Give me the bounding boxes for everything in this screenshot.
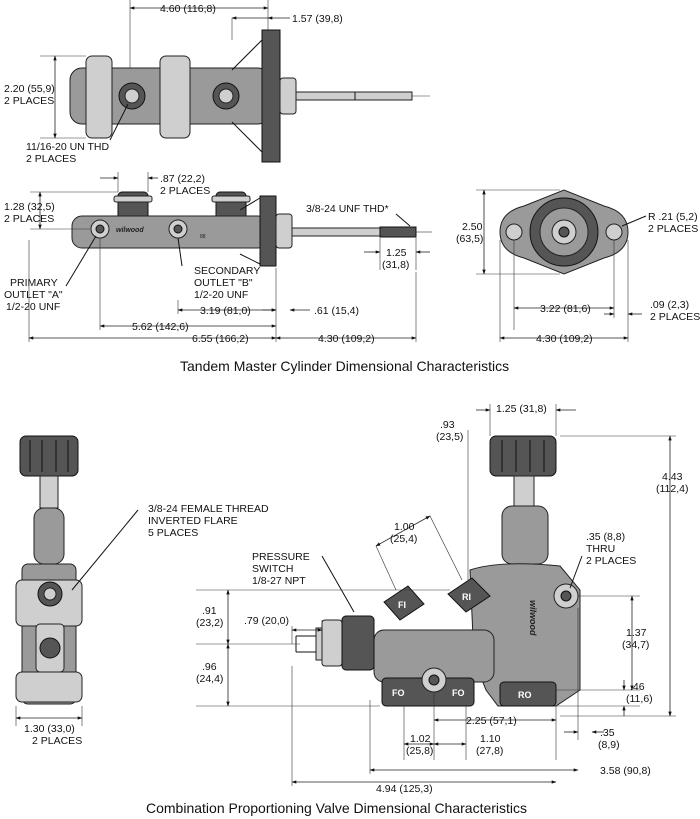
switch-line1: PRESSURE <box>252 551 310 563</box>
master-cylinder-end-view: 2.50 (63,5) R .21 (5,2) 2 PLACES 3.22 (8… <box>456 189 700 345</box>
dim-443-line2: (112,4) <box>656 483 689 495</box>
dim-319: 3.19 (81,0) <box>200 305 251 317</box>
end-offset-line2: 2 PLACES <box>650 311 700 323</box>
dim-96-line1: .96 <box>202 661 217 673</box>
port-ri: RI <box>462 592 471 602</box>
res-width-line1: .87 (22,2) <box>160 173 205 185</box>
dim-93-line1: .93 <box>440 419 455 431</box>
dim-46-line1: .46 <box>630 681 645 693</box>
brand-mark-valve: wilwood <box>528 600 538 636</box>
title-master-cylinder: Tandem Master Cylinder Dimensional Chara… <box>180 358 509 374</box>
dim-110-line1: 1.10 <box>480 733 501 745</box>
switch-line2: SWITCH <box>252 563 293 575</box>
secondary-line2: OUTLET "B" <box>194 277 253 289</box>
plan-height-line1: 2.20 (55,9) <box>4 83 55 95</box>
dim-443-line1: 4.43 <box>662 471 683 483</box>
plan-height-line2: 2 PLACES <box>4 95 54 107</box>
primary-line3: 1/2-20 UNF <box>6 301 60 313</box>
primary-line2: OUTLET "A" <box>4 289 63 301</box>
plan-thread-line1: 11/16-20 UN THD <box>26 141 109 153</box>
end-width: 4.30 (109,2) <box>536 333 593 345</box>
valve-front-view: 3/8-24 FEMALE THREAD INVERTED FLARE 5 PL… <box>15 435 269 747</box>
plan-thread-line2: 2 PLACES <box>26 153 76 165</box>
front-thread-line1: 3/8-24 FEMALE THREAD <box>148 503 269 515</box>
dim-125: 1.25 (31,8) <box>496 403 547 415</box>
dim-225: 2.25 (57,1) <box>466 715 517 727</box>
dim-430: 4.30 (109,2) <box>318 333 375 345</box>
master-cylinder-side-view: .87 (22,2) 2 PLACES wilwood 88 1.28 (32,… <box>4 172 432 345</box>
pushrod-thread: 3/8-24 UNF THD* <box>306 203 389 215</box>
front-thread-line2: INVERTED FLARE <box>148 515 238 527</box>
dim-96-line2: (24,4) <box>196 673 223 685</box>
end-height-line1: 2.50 <box>462 221 483 233</box>
dim-100-line2: (25,4) <box>390 533 417 545</box>
end-offset-line1: .09 (2,3) <box>650 299 689 311</box>
end-height-line2: (63,5) <box>456 233 483 245</box>
dim-flange-to-pushrod: 1.57 (39,8) <box>292 13 343 25</box>
thru-line1: .35 (8,8) <box>586 531 625 543</box>
outlet-height-line1: 1.28 (32,5) <box>4 201 55 213</box>
switch-line3: 1/8-27 NPT <box>252 575 306 587</box>
end-bolt-spacing: 3.22 (81,6) <box>540 303 591 315</box>
dim-102-line2: (25,8) <box>406 745 433 757</box>
port-ro: RO <box>518 690 532 700</box>
dim-137-line1: 1.37 <box>626 627 647 639</box>
brand-mark-cylinder: wilwood <box>116 227 144 234</box>
front-width-line1: 1.30 (33,0) <box>24 723 75 735</box>
dim-35-line1: .35 <box>600 727 615 739</box>
dim-100-line1: 1.00 <box>394 521 415 533</box>
dim-35-line2: (8,9) <box>598 739 620 751</box>
dim-494: 4.94 (125,3) <box>376 783 433 795</box>
dim-46-line2: (11,6) <box>626 693 653 705</box>
res-width-line2: 2 PLACES <box>160 185 210 197</box>
pushrod-len-line2: (31,8) <box>382 259 409 271</box>
end-radius-line2: 2 PLACES <box>648 223 698 235</box>
front-width-line2: 2 PLACES <box>32 735 82 747</box>
dim-61: .61 (15,4) <box>314 305 359 317</box>
pushrod-len-line1: 1.25 <box>386 247 407 259</box>
master-cylinder-plan-view: 4.60 (116,8) 1.57 (39,8) 2.20 (55,9) 2 P… <box>4 0 430 165</box>
secondary-line3: 1/2-20 UNF <box>194 289 248 301</box>
dim-358: 3.58 (90,8) <box>600 765 651 777</box>
outlet-height-line2: 2 PLACES <box>4 213 54 225</box>
dim-91-line1: .91 <box>202 605 217 617</box>
end-radius-line1: R .21 (5,2) <box>648 211 698 223</box>
dim-562: 5.62 (142,6) <box>132 321 189 333</box>
dim-137-line2: (34,7) <box>622 639 649 651</box>
secondary-line1: SECONDARY <box>194 265 260 277</box>
body-number: 88 <box>200 234 206 240</box>
dim-91-line2: (23,2) <box>196 617 223 629</box>
front-thread-line3: 5 PLACES <box>148 527 198 539</box>
dim-93-line2: (23,5) <box>436 431 463 443</box>
thru-line2: THRU <box>586 543 615 555</box>
dim-102-line1: 1.02 <box>410 733 431 745</box>
thru-line3: 2 PLACES <box>586 555 636 567</box>
port-fi: FI <box>398 600 406 610</box>
valve-side-view: wilwood FI RI FO FO RO PRESSURE SWITCH 1… <box>196 403 689 795</box>
dim-79: .79 (20,0) <box>244 615 289 627</box>
port-fo-1: FO <box>392 688 405 698</box>
primary-line1: PRIMARY <box>10 277 58 289</box>
dim-overall-to-flange: 4.60 (116,8) <box>160 3 216 15</box>
title-proportioning-valve: Combination Proportioning Valve Dimensio… <box>146 800 527 816</box>
dim-655: 6.55 (166,2) <box>192 333 249 345</box>
port-fo-2: FO <box>452 688 465 698</box>
dim-110-line2: (27,8) <box>476 745 503 757</box>
